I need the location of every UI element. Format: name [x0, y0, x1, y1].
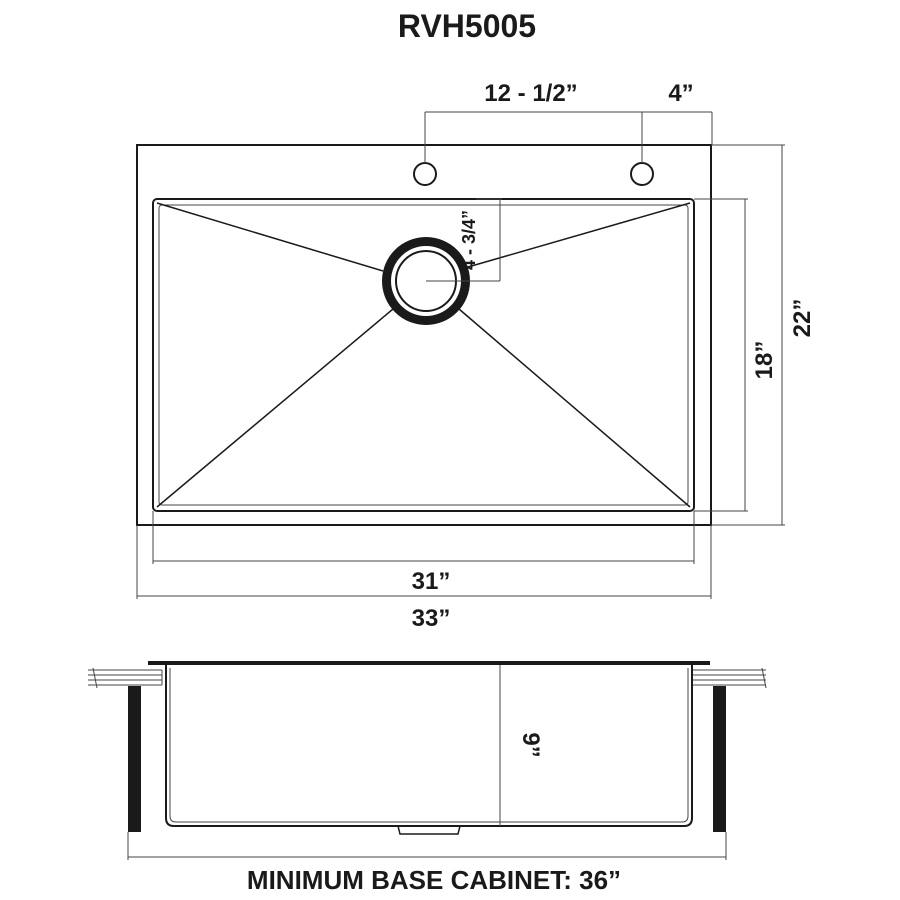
- overall-depth-dimension: [711, 144, 785, 526]
- countertop-right: [691, 667, 767, 689]
- faucet-hole-left: [413, 162, 437, 186]
- sink-bowl-inner-line: [158, 204, 689, 506]
- minimum-cabinet-label: MINIMUM BASE CABINET: 36”: [247, 865, 621, 895]
- countertop-left: [88, 667, 163, 689]
- slope-line-bottom-left: [156, 308, 394, 508]
- sink-flange: [148, 661, 710, 665]
- bowl-depth-dimension: [694, 198, 748, 512]
- top-view: 12 - 1/2” 4” 4 - 3/4” 18” 22” 31”: [136, 80, 816, 632]
- sink-bowl-outline: [152, 198, 695, 512]
- overall-width-label: 33”: [412, 605, 451, 632]
- side-view: 9”: [88, 661, 767, 860]
- sink-bowl-inner-profile: [169, 668, 689, 823]
- overall-width-dimension: [136, 525, 712, 599]
- slope-line-top-left: [156, 202, 384, 272]
- slope-line-top-right: [467, 202, 691, 268]
- sink-bowl-profile: [165, 665, 693, 827]
- bowl-depth-label: 18”: [751, 341, 778, 380]
- drain-offset-dimension: [476, 198, 502, 281]
- bowl-height-label: 9”: [517, 732, 544, 757]
- cabinet-wall-left: [128, 686, 141, 832]
- drain-offset-label: 4 - 3/4”: [459, 210, 479, 270]
- hole-edge-offset-label: 4”: [668, 80, 693, 107]
- sink-outer-deck: [136, 144, 712, 526]
- bowl-width-dimension: [152, 511, 695, 564]
- min-cabinet-dimension: [127, 832, 727, 860]
- model-title: RVH5005: [398, 8, 536, 44]
- hole-spacing-dimension: [424, 111, 713, 163]
- bowl-width-label: 31”: [412, 568, 451, 595]
- hole-spacing-label: 12 - 1/2”: [484, 80, 577, 107]
- cabinet-wall-right: [713, 686, 726, 832]
- slope-line-bottom-right: [458, 308, 691, 508]
- faucet-hole-right: [630, 162, 654, 186]
- overall-depth-label: 22”: [789, 299, 816, 338]
- drain-stub: [397, 825, 461, 835]
